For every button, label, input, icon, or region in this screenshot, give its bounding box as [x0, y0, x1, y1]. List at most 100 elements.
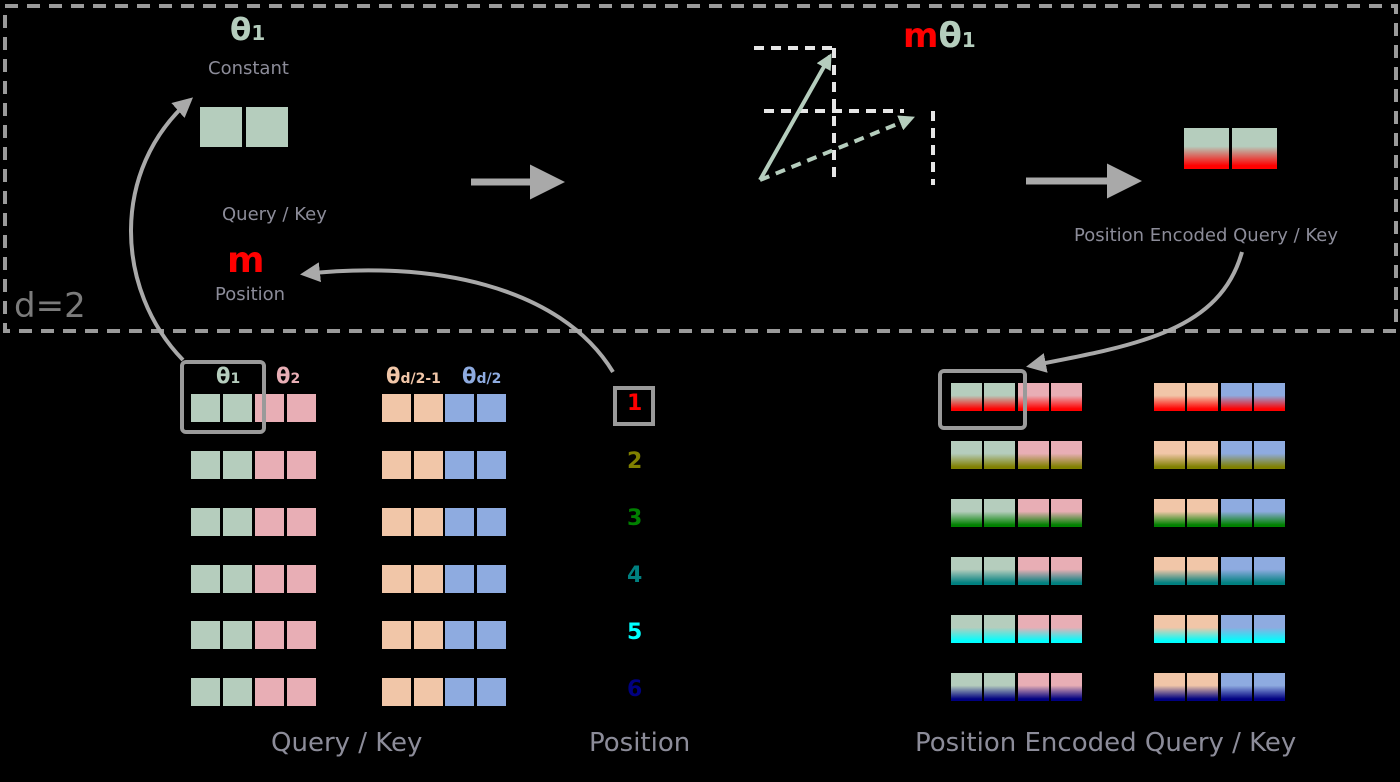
query-key-cell: [475, 506, 508, 538]
encoded-cell: [1219, 613, 1254, 645]
query-key-cell: [221, 449, 254, 481]
encoded-grid: [949, 381, 1287, 703]
query-key-cell: [189, 506, 222, 538]
encoded-cell: [1152, 497, 1187, 529]
encoded-cell: [982, 439, 1017, 471]
query-key-cell: [285, 619, 318, 651]
encoded-cell: [1016, 555, 1051, 587]
encoded-cell: [1049, 613, 1084, 645]
header-theta2: θ2: [276, 364, 301, 388]
encoded-cell: [1049, 555, 1084, 587]
query-key-cell: [443, 619, 476, 651]
encoded-cell: [949, 613, 984, 645]
query-key-cell: [475, 619, 508, 651]
encoded-cell: [1016, 439, 1051, 471]
encoded-cell: [949, 381, 984, 413]
position-number: 6: [627, 677, 643, 702]
query-key-cell: [253, 563, 286, 595]
encoded-cell: [1230, 126, 1279, 171]
query-key-cell: [253, 449, 286, 481]
position-number: 3: [627, 506, 643, 531]
query-key-label-top: Query / Key: [222, 204, 327, 225]
encoded-label-top: Position Encoded Query / Key: [1074, 225, 1338, 246]
encoded-cell: [982, 613, 1017, 645]
position-number: 5: [627, 620, 643, 645]
encoded-cell: [1219, 671, 1254, 703]
query-key-cell: [412, 392, 445, 424]
query-key-cell: [412, 676, 445, 708]
query-key-cell: [285, 563, 318, 595]
m-theta1-label: mθ1: [903, 16, 976, 56]
encoded-cell: [1152, 671, 1187, 703]
query-key-cell: [475, 676, 508, 708]
query-key-cell: [475, 563, 508, 595]
encoded-cell: [1152, 439, 1187, 471]
encoded-cell: [1219, 381, 1254, 413]
encoded-cell: [1049, 671, 1084, 703]
m-label: m: [227, 240, 265, 281]
query-key-cell: [412, 563, 445, 595]
encoded-cell: [1152, 613, 1187, 645]
encoded-cell: [982, 381, 1017, 413]
encoded-cell: [1185, 555, 1220, 587]
query-key-cell: [443, 676, 476, 708]
query-key-cell: [380, 392, 413, 424]
position-number: 4: [627, 563, 643, 588]
query-key-cell: [253, 506, 286, 538]
encoded-cell: [949, 497, 984, 529]
encoded-cell: [1185, 381, 1220, 413]
highlight-encoded-box: [938, 369, 1027, 430]
encoded-cell: [1219, 497, 1254, 529]
query-key-cell: [189, 563, 222, 595]
query-key-cell: [221, 676, 254, 708]
encoded-cell: [1185, 497, 1220, 529]
query-key-cell: [253, 676, 286, 708]
encoded-cell: [1016, 613, 1051, 645]
position-number: 2: [627, 449, 643, 474]
query-key-cell: [380, 676, 413, 708]
query-key-cell: [189, 449, 222, 481]
query-key-cell: [475, 392, 508, 424]
query-key-grid: [189, 392, 508, 708]
dimension-label: d=2: [14, 286, 86, 326]
encoded-cell: [1185, 439, 1220, 471]
encoded-cell: [1185, 613, 1220, 645]
encoded-cell: [1252, 555, 1287, 587]
encoded-cell: [1049, 381, 1084, 413]
query-key-cell: [380, 619, 413, 651]
query-key-cell: [443, 449, 476, 481]
curve-arrow-up: [129, 97, 194, 362]
encoded-cell: [982, 671, 1017, 703]
encoded-cell: [1185, 671, 1220, 703]
query-key-cell: [443, 563, 476, 595]
query-key-cell: [412, 449, 445, 481]
encoded-cell: [949, 439, 984, 471]
encoded-cell: [1152, 555, 1187, 587]
encoded-cell: [1252, 671, 1287, 703]
query-key-cell: [285, 392, 318, 424]
query-key-caption: Query / Key: [271, 728, 423, 758]
encoded-cell: [1252, 497, 1287, 529]
query-key-cell: [253, 392, 286, 424]
curve-arrow-encoded: [1026, 251, 1244, 373]
encoded-cell: [1049, 497, 1084, 529]
position-caption: Position: [589, 728, 691, 758]
query-key-cell: [189, 619, 222, 651]
encoded-cell: [1252, 613, 1287, 645]
encoded-cell: [1049, 439, 1084, 471]
constant-label: Constant: [208, 58, 289, 79]
query-key-cell: [221, 563, 254, 595]
position-number: 1: [627, 391, 643, 416]
encoded-cell: [1016, 497, 1051, 529]
query-key-cell: [221, 392, 254, 424]
encoded-cell: [1016, 381, 1051, 413]
header-theta-d2: θd/2: [462, 364, 502, 388]
query-key-cell: [221, 619, 254, 651]
query-key-cell: [475, 449, 508, 481]
highlight-theta1-box: [180, 360, 266, 434]
encoded-cell: [1252, 439, 1287, 471]
query-key-cell: [380, 506, 413, 538]
query-key-cell: [412, 619, 445, 651]
encoded-caption: Position Encoded Query / Key: [915, 728, 1297, 758]
header-theta1: θ1: [216, 364, 241, 388]
